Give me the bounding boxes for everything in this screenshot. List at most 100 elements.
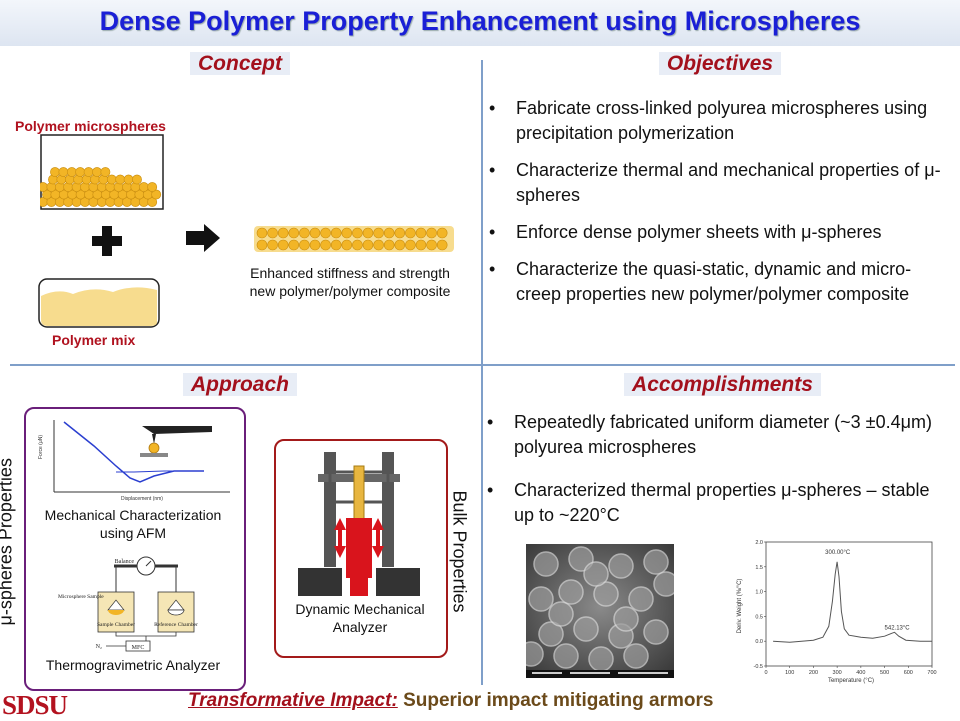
microspheres-label: Polymer microspheres — [15, 118, 166, 134]
dtg-ylabel: Deriv. Weight (%/°C) — [737, 579, 743, 634]
dtg-xtick-label: 600 — [904, 670, 913, 676]
sem-particle — [643, 549, 669, 575]
dtg-ytick-label: 0.5 — [755, 614, 763, 620]
microsphere — [132, 174, 142, 185]
microsphere-properties-box — [24, 407, 246, 691]
microsphere — [50, 167, 60, 177]
microsphere — [426, 227, 437, 239]
sem-particle — [653, 571, 674, 597]
microsphere — [106, 174, 117, 185]
microsphere — [330, 227, 342, 239]
microsphere — [320, 239, 331, 251]
dtg-ytick-label: 0.0 — [755, 639, 763, 645]
microsphere — [362, 227, 374, 239]
sem-particle — [588, 646, 614, 672]
objective-item: Characterize the quasi-static, dynamic a… — [486, 257, 946, 307]
tga-balance-label: Balance — [115, 559, 135, 565]
dtg-ytick-label: -0.5 — [754, 664, 763, 670]
impact-text: Superior impact mitigating armors — [403, 690, 714, 711]
dtg-xtick-label: 100 — [785, 670, 794, 676]
sem-particle — [558, 579, 584, 605]
microsphere — [320, 227, 331, 239]
dma-caption: Dynamic Mechanical Analyzer — [295, 601, 425, 635]
arrow-right-icon — [186, 224, 220, 252]
composite-caption: Enhanced stiffness and strength new poly… — [228, 264, 472, 300]
dtg-ytick-label: 1.5 — [755, 565, 763, 571]
dtg-ytick-label: 1.0 — [755, 590, 763, 596]
accomplishments-heading: Accomplishments — [590, 373, 855, 397]
microsphere — [405, 239, 416, 251]
microsphere-pile — [40, 167, 162, 207]
microsphere — [138, 182, 149, 192]
accomplishment-item: Characterized thermal properties μ-spher… — [484, 478, 946, 528]
composite-caption-line2: new polymer/polymer composite — [249, 283, 451, 299]
tga-caption: Thermogravimetric Analyzer — [45, 657, 221, 673]
microsphere — [415, 227, 427, 239]
dtg-xtick-label: 700 — [927, 670, 936, 676]
microsphere — [309, 239, 321, 251]
objectives-heading: Objectives — [620, 52, 820, 76]
sem-particle — [553, 643, 579, 669]
microsphere — [256, 227, 268, 239]
microsphere — [267, 239, 278, 251]
vertical-divider — [481, 60, 483, 685]
sem-particle — [538, 621, 564, 647]
microsphere — [58, 167, 69, 177]
plus-icon — [92, 226, 122, 256]
dtg-xlabel: Temperature (°C) — [828, 678, 874, 684]
objective-item: Characterize thermal and mechanical prop… — [486, 158, 946, 208]
sem-particle — [583, 561, 609, 587]
sem-particle — [548, 601, 574, 627]
dtg-peak2-label: 542.13°C — [885, 625, 911, 631]
microsphere — [352, 239, 363, 251]
microsphere — [100, 167, 111, 177]
title-bar — [0, 0, 960, 46]
sem-particle — [573, 616, 599, 642]
microsphere — [288, 227, 300, 239]
tga-sample-chamber-label: Sample Chamber — [97, 622, 135, 628]
microsphere — [309, 227, 321, 239]
microsphere — [383, 227, 395, 239]
objective-item: Enforce dense polymer sheets with μ-sphe… — [486, 220, 946, 245]
microsphere — [352, 227, 363, 239]
sem-particle — [628, 586, 654, 612]
objective-item: Fabricate cross-linked polyurea microsph… — [486, 96, 946, 146]
tga-reference-chamber-label: Reference Chamber — [154, 621, 198, 628]
dtg-xtick-label: 400 — [856, 670, 865, 676]
microsphere — [115, 174, 126, 185]
tga-sample-label: Microsphere Sample — [58, 594, 104, 600]
microsphere — [330, 239, 342, 251]
microsphere — [40, 182, 48, 192]
polymer-mix-label: Polymer mix — [52, 332, 136, 348]
dtg-frame — [765, 541, 933, 667]
microsphere — [373, 239, 384, 251]
sheet-microspheres — [256, 227, 448, 251]
microsphere — [151, 189, 162, 200]
microsphere — [147, 182, 158, 192]
dtg-xtick-label: 0 — [764, 670, 767, 676]
objectives-list: Fabricate cross-linked polyurea microsph… — [486, 96, 946, 307]
microsphere — [288, 239, 300, 251]
polymer-mix-container — [38, 278, 160, 328]
sem-particle — [533, 551, 559, 577]
dtg-curve — [773, 561, 932, 643]
slide-title: Dense Polymer Property Enhancement using… — [99, 6, 861, 36]
sem-particle — [613, 606, 639, 632]
microsphere — [256, 239, 268, 251]
microsphere — [436, 239, 448, 251]
microsphere — [394, 227, 406, 239]
side-left-text: μ-spheres Properties — [0, 458, 16, 626]
dtg-ytick-label: 2.0 — [755, 540, 763, 546]
approach-heading: Approach — [140, 373, 340, 397]
sem-particle — [623, 643, 649, 669]
microsphere — [299, 239, 310, 251]
tga-schematic: Balance Microsphere Sample Sample Chambe… — [58, 556, 198, 652]
microsphere — [299, 227, 310, 239]
sem-particle — [528, 586, 554, 612]
impact-statement: Transformative Impact: Superior impact m… — [188, 690, 713, 712]
microsphere — [83, 167, 94, 177]
microsphere — [147, 197, 158, 207]
dtg-peak1-label: 300.00°C — [825, 550, 851, 556]
